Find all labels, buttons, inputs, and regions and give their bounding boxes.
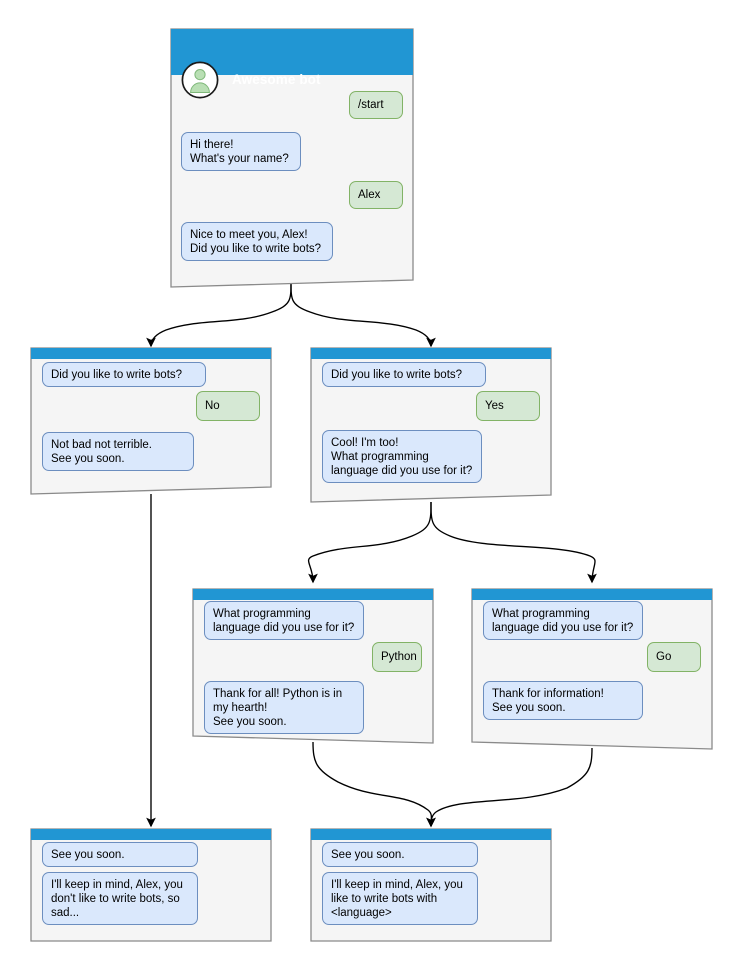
chat-card-lang-go[interactable]: What programming language did you use fo… [471, 588, 713, 750]
chat-bubble-bot: I'll keep in mind, Alex, you like to wri… [322, 872, 478, 925]
chat-bubble-bot: Thank for information! See you soon. [483, 681, 643, 720]
chat-bubble-user: Go [647, 642, 701, 672]
chat-bubble-user: Yes [476, 391, 540, 421]
chat-card-answer-no[interactable]: Did you like to write bots? No Not bad n… [30, 347, 272, 495]
chat-bubble-bot: What programming language did you use fo… [204, 601, 364, 640]
chat-card-start[interactable]: Awesome bot /start Hi there! What's your… [170, 28, 414, 288]
chat-card-answer-yes[interactable]: Did you like to write bots? Yes Cool! I'… [310, 347, 552, 503]
chat-bubble-bot: Nice to meet you, Alex! Did you like to … [181, 222, 333, 261]
chat-bubble-bot: What programming language did you use fo… [483, 601, 643, 640]
chat-bubble-user: No [196, 391, 260, 421]
chat-bubble-bot: Hi there! What's your name? [181, 132, 301, 171]
chat-bubble-bot: Thank for all! Python is in my hearth! S… [204, 681, 364, 734]
chat-bubble-bot: See you soon. [322, 842, 478, 867]
chat-bubble-bot: I'll keep in mind, Alex, you don't like … [42, 872, 198, 925]
chat-bubble-bot: Not bad not terrible. See you soon. [42, 432, 194, 471]
bot-avatar [181, 61, 219, 99]
chat-bubble-user: Python [372, 642, 422, 672]
chat-bubble-user: Alex [349, 181, 403, 209]
edge-python-to-end-happy [312, 741, 436, 828]
edge-start-to-yes [290, 281, 436, 348]
edge-yes-to-go [430, 501, 597, 584]
chat-bubble-bot: Did you like to write bots? [42, 362, 206, 387]
chat-card-lang-python[interactable]: What programming language did you use fo… [192, 588, 434, 744]
chat-card-end-sad[interactable]: See you soon. I'll keep in mind, Alex, y… [30, 828, 272, 942]
edge-start-to-no [146, 281, 292, 348]
chat-card-end-happy[interactable]: See you soon. I'll keep in mind, Alex, y… [310, 828, 552, 942]
chat-bubble-user: /start [349, 91, 403, 119]
edge-yes-to-python [307, 501, 432, 584]
edge-go-to-end-happy [426, 747, 593, 828]
chat-bubble-bot: Did you like to write bots? [322, 362, 486, 387]
chat-bubble-bot: See you soon. [42, 842, 198, 867]
card-header-title: Awesome bot [232, 72, 321, 87]
chat-bubble-bot: Cool! I'm too! What programming language… [322, 430, 482, 483]
